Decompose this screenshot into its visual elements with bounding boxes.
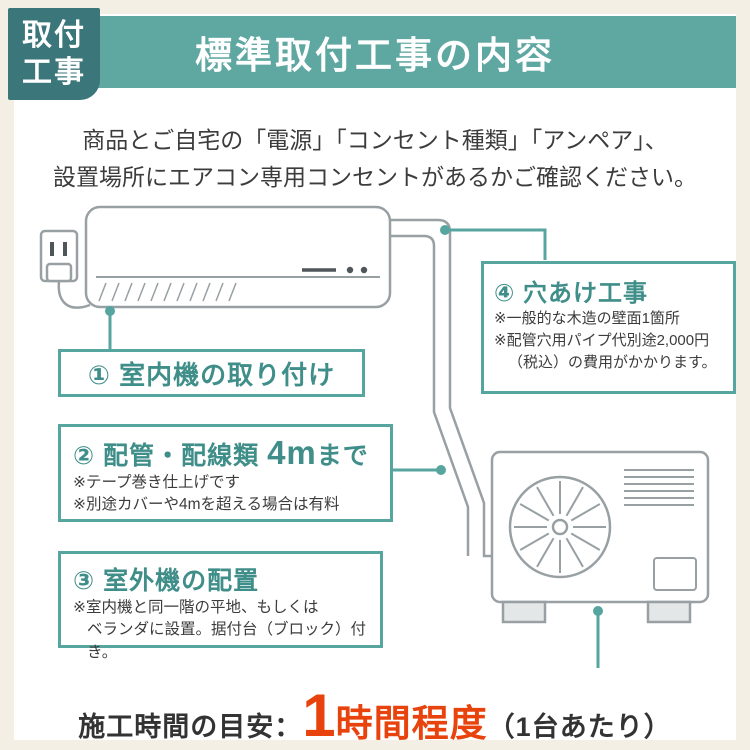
outdoor-unit-grille — [624, 469, 694, 506]
badge-line2: 工事 — [22, 56, 86, 89]
indoor-unit-icon — [84, 205, 392, 309]
time-estimate-suffix: （1台あたり） — [487, 712, 672, 742]
outdoor-note1: ※室内機と同一階の平地、もしくは — [73, 599, 319, 616]
piping-title-main: ② 配管・配線類 — [73, 442, 268, 470]
connector-indoor-unit — [105, 306, 115, 352]
piping-note2: ※別途カバーや4mを超える場合は有料 — [73, 496, 340, 514]
corner-badge: 取付 工事 — [8, 8, 100, 100]
page-title: 標準取付工事の内容 — [195, 35, 555, 76]
label-box-piping: ② 配管・配線類 4mまで ※テープ巻き仕上げです ※別途カバーや4mを超える場… — [58, 424, 393, 522]
label-title-indoor-unit: ① 室内機の取り付け — [87, 359, 336, 390]
label-title-piping: ② 配管・配線類 4mまで — [73, 434, 378, 472]
header-banner: 標準取付工事の内容 — [14, 16, 736, 88]
label-box-hole-drilling: ④ 穴あけ工事 ※一般的な木造の壁面1箇所 ※配管穴用パイプ代別途2,000円 … — [481, 261, 736, 394]
piping-title-4m: 4m — [267, 434, 317, 471]
hole-note3: （税込）の費用がかかります。 — [508, 353, 717, 371]
badge-line1: 取付 — [22, 18, 86, 52]
label-title-outdoor-unit: ③ 室外機の配置 — [73, 567, 260, 595]
label-box-outdoor-unit: ③ 室外機の配置 ※室内機と同一階の平地、もしくは ベランダに設置。据付台（ブロ… — [58, 551, 383, 661]
time-estimate-number: 1 — [302, 682, 336, 749]
time-estimate: 施工時間の目安： 1 時間程度 （1台あたり） — [0, 686, 750, 747]
hole-note2: ※配管穴用パイプ代別途2,000円 — [494, 331, 710, 349]
intro-text: 商品とご自宅の「電源」「コンセント種類」「アンペア」、 設置場所にエアコン専用コ… — [0, 122, 750, 197]
connector-outdoor-unit — [593, 606, 603, 668]
indoor-unit-vents — [98, 282, 237, 302]
hole-note1: ※一般的な木造の壁面1箇所 — [494, 310, 680, 327]
indoor-unit-indicator — [302, 266, 368, 274]
power-outlet-icon — [39, 229, 91, 309]
outdoor-unit-icon — [490, 450, 710, 624]
connector-hole-drilling — [440, 225, 547, 260]
piping-title-tail: まで — [316, 442, 369, 470]
label-box-indoor-unit: ① 室内機の取り付け — [58, 349, 365, 397]
time-estimate-unit: 時間程度 — [335, 703, 488, 744]
refrigerant-pipes — [391, 218, 492, 558]
outdoor-note2: ベランダに設置。据付台（ブロック）付き。 — [87, 621, 367, 661]
connector-piping — [393, 465, 446, 475]
intro-line2: 設置場所にエアコン専用コンセントがあるかご確認ください。 — [53, 164, 697, 191]
time-estimate-prefix: 施工時間の目安： — [78, 712, 303, 742]
intro-line1: 商品とご自宅の「電源」「コンセント種類」「アンペア」、 — [82, 127, 668, 153]
piping-note1: ※テープ巻き仕上げです — [73, 474, 241, 491]
label-title-hole-drilling: ④ 穴あけ工事 — [494, 280, 648, 307]
